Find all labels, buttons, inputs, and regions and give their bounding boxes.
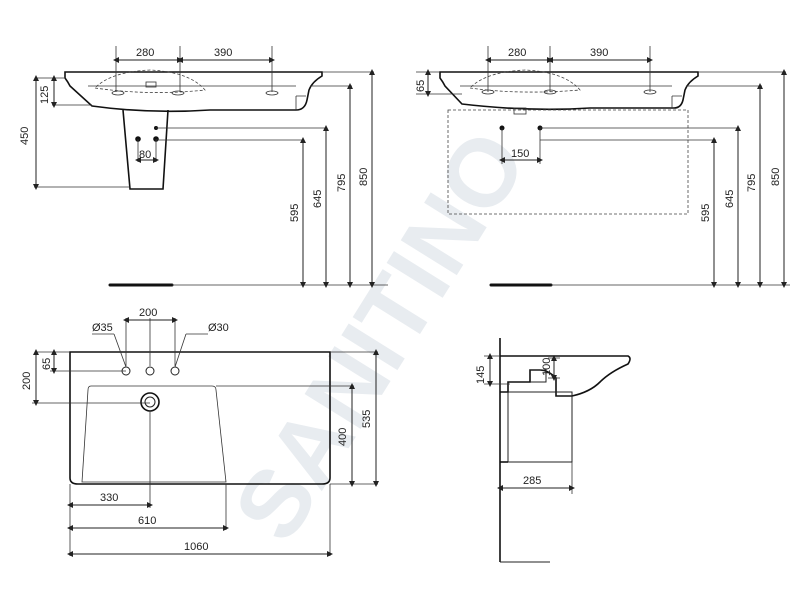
dim-330: 330 bbox=[100, 492, 118, 504]
tap-hole-center bbox=[145, 366, 155, 376]
basin-section bbox=[500, 355, 631, 397]
watermark: SANITINO bbox=[214, 113, 548, 559]
dim-285: 285 bbox=[523, 475, 541, 487]
dim-125: 125 bbox=[39, 86, 51, 104]
dim-390-b: 390 bbox=[590, 47, 608, 59]
bowl-plan-outline bbox=[81, 385, 227, 483]
dim-595: 595 bbox=[289, 204, 301, 222]
pedestal-section bbox=[507, 391, 573, 463]
dim-280: 280 bbox=[136, 47, 154, 59]
dim-535: 535 bbox=[361, 410, 373, 428]
dim-d30: Ø30 bbox=[208, 322, 229, 334]
overflow-slot bbox=[145, 81, 157, 88]
front-pedestal-view: 280 390 125 450 80 595 645 795 850 bbox=[19, 46, 388, 288]
waste-outlet bbox=[513, 107, 527, 115]
dim-400: 400 bbox=[337, 428, 349, 446]
svg-text:SANITINO: SANITINO bbox=[214, 113, 548, 559]
side-view: 145 100 285 bbox=[475, 338, 631, 563]
dim-200-side: 200 bbox=[21, 372, 33, 390]
dim-850-b: 850 bbox=[770, 168, 782, 186]
front-cabinet-view: 280 390 65 150 595 645 795 850 bbox=[415, 46, 790, 288]
bowl-hidden-line bbox=[94, 69, 206, 93]
waste-hole bbox=[140, 392, 160, 412]
dim-795: 795 bbox=[336, 174, 348, 192]
dim-850: 850 bbox=[358, 168, 370, 186]
basin-outline bbox=[64, 71, 323, 113]
dim-80: 80 bbox=[139, 149, 151, 161]
dim-795-b: 795 bbox=[746, 174, 758, 192]
dim-645: 645 bbox=[312, 190, 324, 208]
dim-65-top: 65 bbox=[41, 358, 53, 370]
dim-65-front: 65 bbox=[415, 80, 427, 92]
basin-plan-outline bbox=[69, 351, 331, 485]
dim-145: 145 bbox=[475, 366, 487, 384]
dim-280-b: 280 bbox=[508, 47, 526, 59]
dim-390: 390 bbox=[214, 47, 232, 59]
pedestal bbox=[122, 109, 169, 190]
dim-645-b: 645 bbox=[724, 190, 736, 208]
dim-200-top: 200 bbox=[139, 307, 157, 319]
dim-610: 610 bbox=[138, 515, 156, 527]
dim-450: 450 bbox=[19, 127, 31, 145]
dim-100: 100 bbox=[541, 358, 553, 376]
dim-595-b: 595 bbox=[700, 204, 712, 222]
dim-150: 150 bbox=[511, 148, 529, 160]
cabinet-hidden-outline bbox=[447, 109, 689, 215]
dim-d35: Ø35 bbox=[92, 322, 113, 334]
dim-1060: 1060 bbox=[184, 541, 208, 553]
top-view: 200 Ø35 Ø30 65 200 400 535 330 610 1060 bbox=[21, 307, 379, 557]
basin-outline-2 bbox=[439, 71, 699, 111]
tap-hole-right bbox=[170, 366, 180, 376]
